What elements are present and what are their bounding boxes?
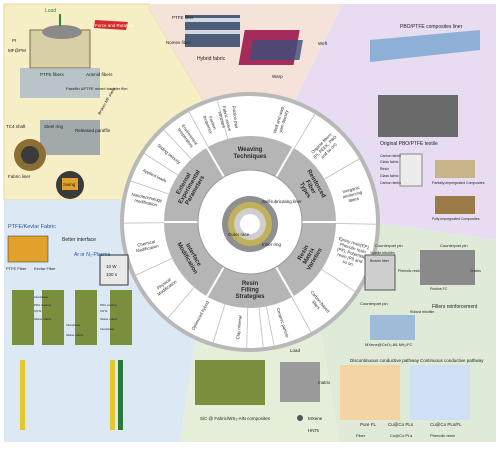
label-pda-coating-1: PDA coating bbox=[34, 303, 51, 307]
legend-cucopls: Cu@Co PLs bbox=[390, 433, 412, 438]
label-volatile-tribofilm: Volatile tribofilm bbox=[370, 251, 395, 255]
label-resin: Resin bbox=[380, 167, 389, 171]
label-pristine-fc: Pristine FC bbox=[430, 287, 448, 291]
center-label-liner: Self-lubricating liner bbox=[262, 199, 302, 204]
label-broken-fiber: Broken fiber bbox=[370, 259, 390, 263]
label-better-interface: Better interface bbox=[62, 237, 96, 243]
label-mxene-fc: MXene@CeO₂-66-NH₂/FC bbox=[365, 342, 413, 347]
label-carbon-fabric-2: Carbon fabric bbox=[380, 181, 401, 185]
label-ptfe-fiber-left: PTFE Fiber bbox=[6, 266, 27, 271]
legend-phenolic-resin: Phenolic resin bbox=[430, 433, 455, 438]
label-fillers-reinforcement: Fillers reinforcement bbox=[432, 304, 478, 310]
label-sic-fabric: SiC @ Fabric/WS₂-AlN composites bbox=[200, 416, 271, 421]
label-cnts-2: CNTs bbox=[100, 309, 108, 313]
label-carbon-fabric-1: Carbon fabric bbox=[380, 154, 401, 158]
label-counterpart-pin-3: Counterpart pin bbox=[360, 301, 388, 306]
label-warp: Warp bbox=[272, 74, 283, 79]
label-counterpart-pin-2: Counterpart pin bbox=[440, 243, 468, 248]
label-pi: PI bbox=[12, 38, 16, 43]
label-robust-tribofilm: Robust tribofilm bbox=[410, 310, 434, 314]
label-silane-matrix-3: Silane matrix bbox=[66, 333, 84, 337]
label-load-bottom: Load bbox=[290, 348, 301, 353]
label-cracks: Cracks bbox=[470, 269, 481, 273]
label-original-textile: Original PBO/PTFE textile bbox=[380, 141, 438, 147]
center-label-outer-race: Outer race bbox=[228, 232, 250, 237]
label-released-paraffin: Released paraffin bbox=[75, 128, 111, 133]
label-interphase-1: Interphase bbox=[34, 295, 49, 299]
label-hnts: HNTs bbox=[308, 428, 320, 433]
label-nomex-fiber: Nomex fiber bbox=[166, 40, 191, 45]
label-discontinuous: Discontinuous conductive pathway bbox=[350, 358, 420, 363]
label-tc4-shaft: TC4 shaft bbox=[6, 124, 26, 129]
label-10w: 10 W bbox=[106, 264, 117, 269]
legend-fiber: Fiber bbox=[356, 433, 366, 438]
label-silane-matrix-2: Silane matrix bbox=[100, 317, 118, 321]
center-label-inner-ring: Inner ring bbox=[262, 242, 282, 247]
label-pbo-ptfe-liner: PBO/PTFE composites liner bbox=[400, 24, 463, 30]
label-counterpart-pin-1: Counterpart pin bbox=[375, 243, 403, 248]
label-matrix: matrix bbox=[318, 380, 331, 385]
label-ptfe-fiber-top: PTFE fiber bbox=[172, 15, 194, 20]
label-pure-fl: Pure FL bbox=[360, 422, 377, 427]
label-fabric-liner: Fabric liner bbox=[8, 174, 31, 179]
label-interphase-3: Interphase bbox=[100, 327, 115, 331]
label-fully-impregnated: Fully-impregnated Composites bbox=[432, 217, 480, 221]
label-glass-fabric-2: Glass fabric bbox=[380, 174, 399, 178]
label-mf-pm: MF@PM bbox=[8, 48, 26, 53]
label-load: Load bbox=[45, 8, 56, 14]
label-phenolic-resin: Phenolic resin bbox=[398, 269, 420, 273]
label-continuous: Continuous conductive pathway bbox=[420, 358, 484, 363]
label-steel-ring: Steel ring bbox=[44, 124, 64, 129]
label-cucopls-fl: Cu@Co PLs/FL bbox=[430, 422, 462, 427]
label-kevlar-fiber: Kevlar Fiber bbox=[34, 266, 56, 271]
label-silane-matrix-1: Silane matrix bbox=[34, 317, 52, 321]
label-cucopls: Cu@Co PLs bbox=[388, 422, 414, 427]
label-100s: 100 s bbox=[106, 272, 118, 277]
label-partially-impregnated: Partially-impregnated Composites bbox=[432, 181, 485, 185]
label-cnts-1: CNTs bbox=[34, 309, 42, 313]
label-force-rotation: Force and Rotation bbox=[95, 23, 134, 28]
wheel: Self-lubricating liner Outer race Inner … bbox=[120, 92, 380, 352]
label-glass-fabric-1: Glass fabric bbox=[380, 160, 399, 164]
label-ptfe-fibers: PTFE fibers bbox=[40, 72, 65, 77]
label-weft: Weft bbox=[318, 41, 328, 46]
label-hybrid-fabric: Hybrid fabric bbox=[197, 56, 226, 62]
label-plasma: Ar or N₂-Plasma bbox=[74, 252, 110, 258]
label-aramid-fibers: Aramid fibers bbox=[86, 72, 113, 77]
label-swing: Swing bbox=[63, 182, 76, 187]
label-paraffin-film: Paraffin &PTFE mixed transfer film bbox=[66, 86, 128, 91]
label-pda-coating-2: PDA coating bbox=[100, 303, 117, 307]
label-ptfe-kevlar-fabric: PTFE/Kevlar Fabric bbox=[8, 224, 56, 230]
label-interphase-2: Interphase bbox=[66, 323, 81, 327]
label-mxene: MXene bbox=[308, 416, 323, 421]
